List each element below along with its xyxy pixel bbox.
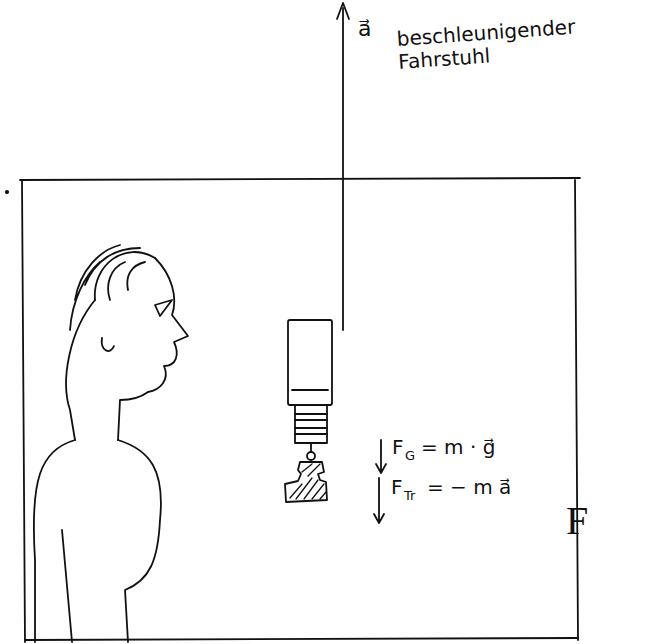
force-vector-symbol: F⃗ — [566, 498, 619, 544]
force-formula: = − m a⃗ — [427, 476, 511, 499]
person-figure — [34, 245, 188, 642]
cabin-floor — [25, 638, 578, 640]
dot — [6, 191, 8, 193]
hook — [310, 443, 312, 452]
arrow-head — [337, 3, 349, 19]
weight-hatch — [290, 464, 326, 499]
spring-coil — [295, 405, 327, 443]
cabin-wall — [22, 180, 25, 642]
force-subscript: Tr — [404, 489, 415, 504]
cabin-wall — [575, 180, 578, 640]
force-symbol: F — [391, 476, 403, 499]
force-formula: = m · g⃗ — [421, 436, 495, 459]
force-symbol: F — [392, 436, 404, 459]
vector-label: a⃗ — [358, 16, 371, 41]
elevator-caption: beschleunigender Fahrstuhl — [396, 16, 574, 74]
scale-mark — [292, 389, 328, 391]
scale-housing — [288, 320, 332, 405]
force-arrow — [376, 440, 386, 473]
hook — [307, 452, 315, 460]
spring-coil — [295, 414, 327, 434]
weight — [285, 462, 327, 502]
force-subscript: G — [405, 449, 415, 464]
cabin-roof — [20, 178, 580, 180]
force-arrow — [374, 478, 384, 523]
acceleration-arrow — [342, 8, 344, 330]
